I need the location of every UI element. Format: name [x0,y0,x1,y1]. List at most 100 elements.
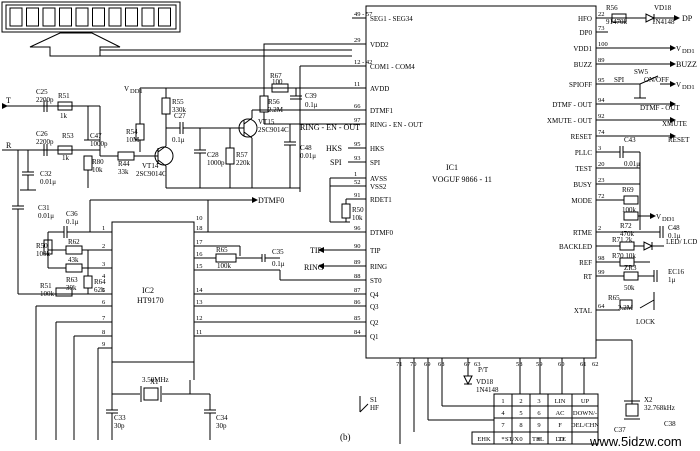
svg-text:C48: C48 [300,144,312,152]
svg-text:R80: R80 [92,158,104,166]
svg-text:VT14: VT14 [142,162,159,170]
svg-text:C47: C47 [90,132,102,140]
ic1-pin-number: 89 [354,259,361,266]
keypad-bottom-label: ST/X [505,436,519,443]
ic1-pin-number: 73 [598,25,605,32]
dp-net: DP [682,14,693,23]
svg-text:32.768kHz: 32.768kHz [644,404,675,412]
ic1-pin-number: 49 - 57 [354,11,373,18]
svg-text:C43: C43 [624,136,636,144]
svg-text:62k: 62k [94,286,105,294]
svg-text:2200p: 2200p [36,138,54,146]
ic1-pin-name: TIP [370,247,381,255]
svg-text:3.58MHz: 3.58MHz [142,376,169,384]
svg-text:SW5: SW5 [634,68,649,76]
lcd-display [1,1,352,57]
ic2-pin-number: 7 [102,315,106,322]
ic1-part: VOGUF 9866 - 11 [432,175,492,184]
svg-text:C32: C32 [40,170,52,178]
svg-text:R50: R50 [36,242,48,250]
svg-text:0.01μ: 0.01μ [624,160,640,168]
ic1-pin-name: VSS2 [370,183,387,191]
ic1-pin-name: RING [370,263,387,271]
lcd-digit [9,7,23,27]
spi-net: SPI [330,158,342,167]
svg-text:R44: R44 [118,160,130,168]
ic1-pin-name: ST0 [370,277,382,285]
hf-label: HF [370,404,379,412]
svg-text:X1: X1 [150,378,159,386]
pt-label: P/T [478,366,489,374]
ic1-pin-name: Q1 [370,333,379,341]
lcd-digit [26,7,39,27]
ic2-pin-number: 8 [102,329,105,336]
ic1-pin-number: 29 [354,37,361,44]
ic2-pin-number: 5 [102,287,105,294]
svg-text:R71 2k: R71 2k [612,236,633,244]
lcd-digit [75,7,89,27]
ic2-pin-number: 1 [102,225,105,232]
ic1-pin-name: VDD1 [573,45,592,53]
keypad-key: LIN [555,398,566,405]
ic1-pin-number: 23 [598,177,605,184]
svg-text:R70 10k: R70 10k [612,252,636,260]
svg-text:V: V [676,81,681,89]
ic1-pin-name: VDD2 [370,41,389,49]
ic1-pin-number: 97 [354,117,361,124]
svg-text:1μ: 1μ [668,276,676,284]
svg-text:V: V [656,213,661,221]
ic2-pin-number: 9 [102,341,105,348]
lcd-digit [141,7,155,27]
keypad-key: 4 [501,410,505,417]
ic1-pin-name: AVSS [370,175,387,183]
ic1-pin-name: BUZZ [574,61,592,69]
ic1-pin-number: 84 [354,329,361,336]
ic2-pin-number: 2 [102,243,105,250]
ic1-pin-number: 72 [598,193,605,200]
ic1-pin-name: Q4 [370,291,379,299]
svg-text:R56: R56 [268,98,280,106]
svg-text:C25: C25 [36,88,48,96]
t-net: T [6,96,11,105]
svg-text:DD1: DD1 [682,48,695,55]
seg-bus-arrow [29,32,121,57]
ic1-pin-name: DTMF0 [370,229,393,237]
figure-label: (b) [340,432,351,442]
svg-text:0.1μ: 0.1μ [66,218,79,226]
svg-text:R65: R65 [216,246,228,254]
ic1-pin-number: 87 [354,287,361,294]
svg-text:DD1: DD1 [662,216,675,223]
ic1-pin-number: 12 - 42 [354,59,372,66]
svg-text:1000p: 1000p [90,140,108,148]
ic1-pin-name: RING - EN - OUT [370,121,423,129]
svg-text:X2: X2 [644,396,653,404]
ic2-pin-number: 15 [196,263,203,270]
ic1-pin-name: DTMF - OUT [552,101,592,109]
lock-label: LOCK [636,318,655,326]
keypad-key: 3 [537,398,540,405]
ic2-pin-number: 12 [196,315,203,322]
svg-text:2.2M: 2.2M [618,304,634,312]
svg-text:S1: S1 [370,396,378,404]
svg-text:C31: C31 [38,204,50,212]
ic1-body [365,5,597,359]
ic1-pin-number: 70 [410,361,417,368]
svg-text:R50: R50 [352,206,364,214]
ic1-pin-number: 91 [354,192,361,199]
svg-text:100k: 100k [40,290,55,298]
keypad-key: AC [555,410,564,417]
svg-text:R57: R57 [236,151,248,159]
svg-text:50k: 50k [624,284,635,292]
lcd-digit [42,7,56,27]
ic1-pin-name: XMUTE - OUT [547,117,593,125]
ic1-pin-number: 85 [354,315,361,322]
ic2-body [111,221,195,363]
ic1-pin-name: HKS [370,145,384,153]
ic1-pin-number: 66 [354,103,361,110]
r-net: R [6,141,12,150]
lcd-digit [125,7,138,27]
